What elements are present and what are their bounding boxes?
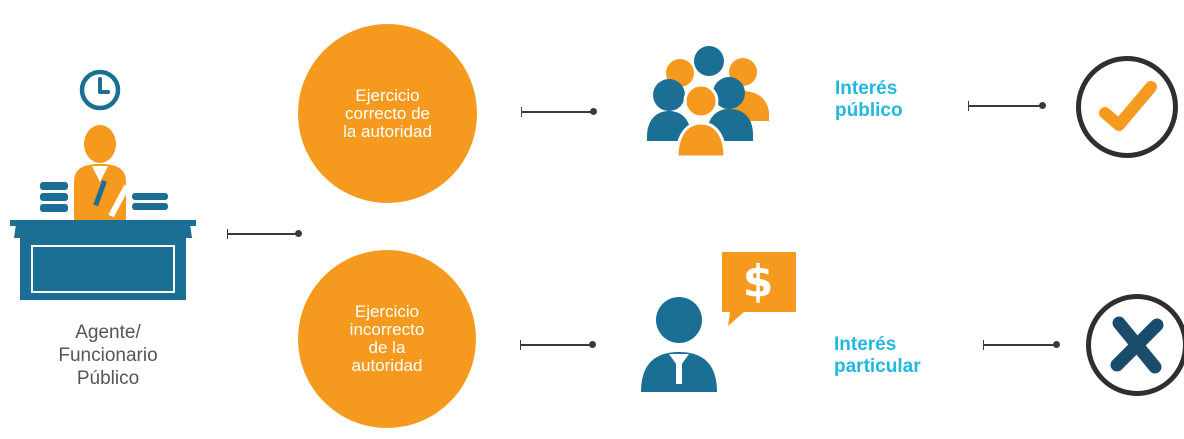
exercise-label-correct: Ejercicio correcto de la autoridad <box>343 85 432 141</box>
clock-icon <box>79 69 121 111</box>
interest-label-private: Interés particular <box>834 334 921 377</box>
connector-bottom-2 <box>983 340 1060 350</box>
connector-bottom-1 <box>520 340 596 350</box>
connector-top-2 <box>968 101 1046 111</box>
agent-label: Agente/ Funcionario Público <box>58 322 158 389</box>
person-icon <box>641 297 717 392</box>
result-circle-incorrect <box>1086 294 1184 396</box>
exercise-label-incorrect: Ejercicio incorrecto de la autoridad <box>349 302 425 375</box>
money-speech-bubble-icon: $ <box>722 252 796 326</box>
group-people-icon <box>647 46 769 159</box>
interest-label-public: Interés público <box>835 78 903 121</box>
agent-illustration <box>10 69 196 300</box>
check-icon <box>1099 81 1157 131</box>
result-circle-correct <box>1076 56 1178 158</box>
exercise-circle-incorrect: Ejercicio incorrecto de la autoridad <box>298 250 476 428</box>
office-desk-icon <box>10 125 196 300</box>
exercise-circle-correct: Ejercicio correcto de la autoridad <box>298 24 477 203</box>
connector-top-1 <box>521 107 597 117</box>
svg-text:$: $ <box>743 256 774 307</box>
cross-icon <box>1110 316 1164 374</box>
connector-agent <box>227 229 302 239</box>
